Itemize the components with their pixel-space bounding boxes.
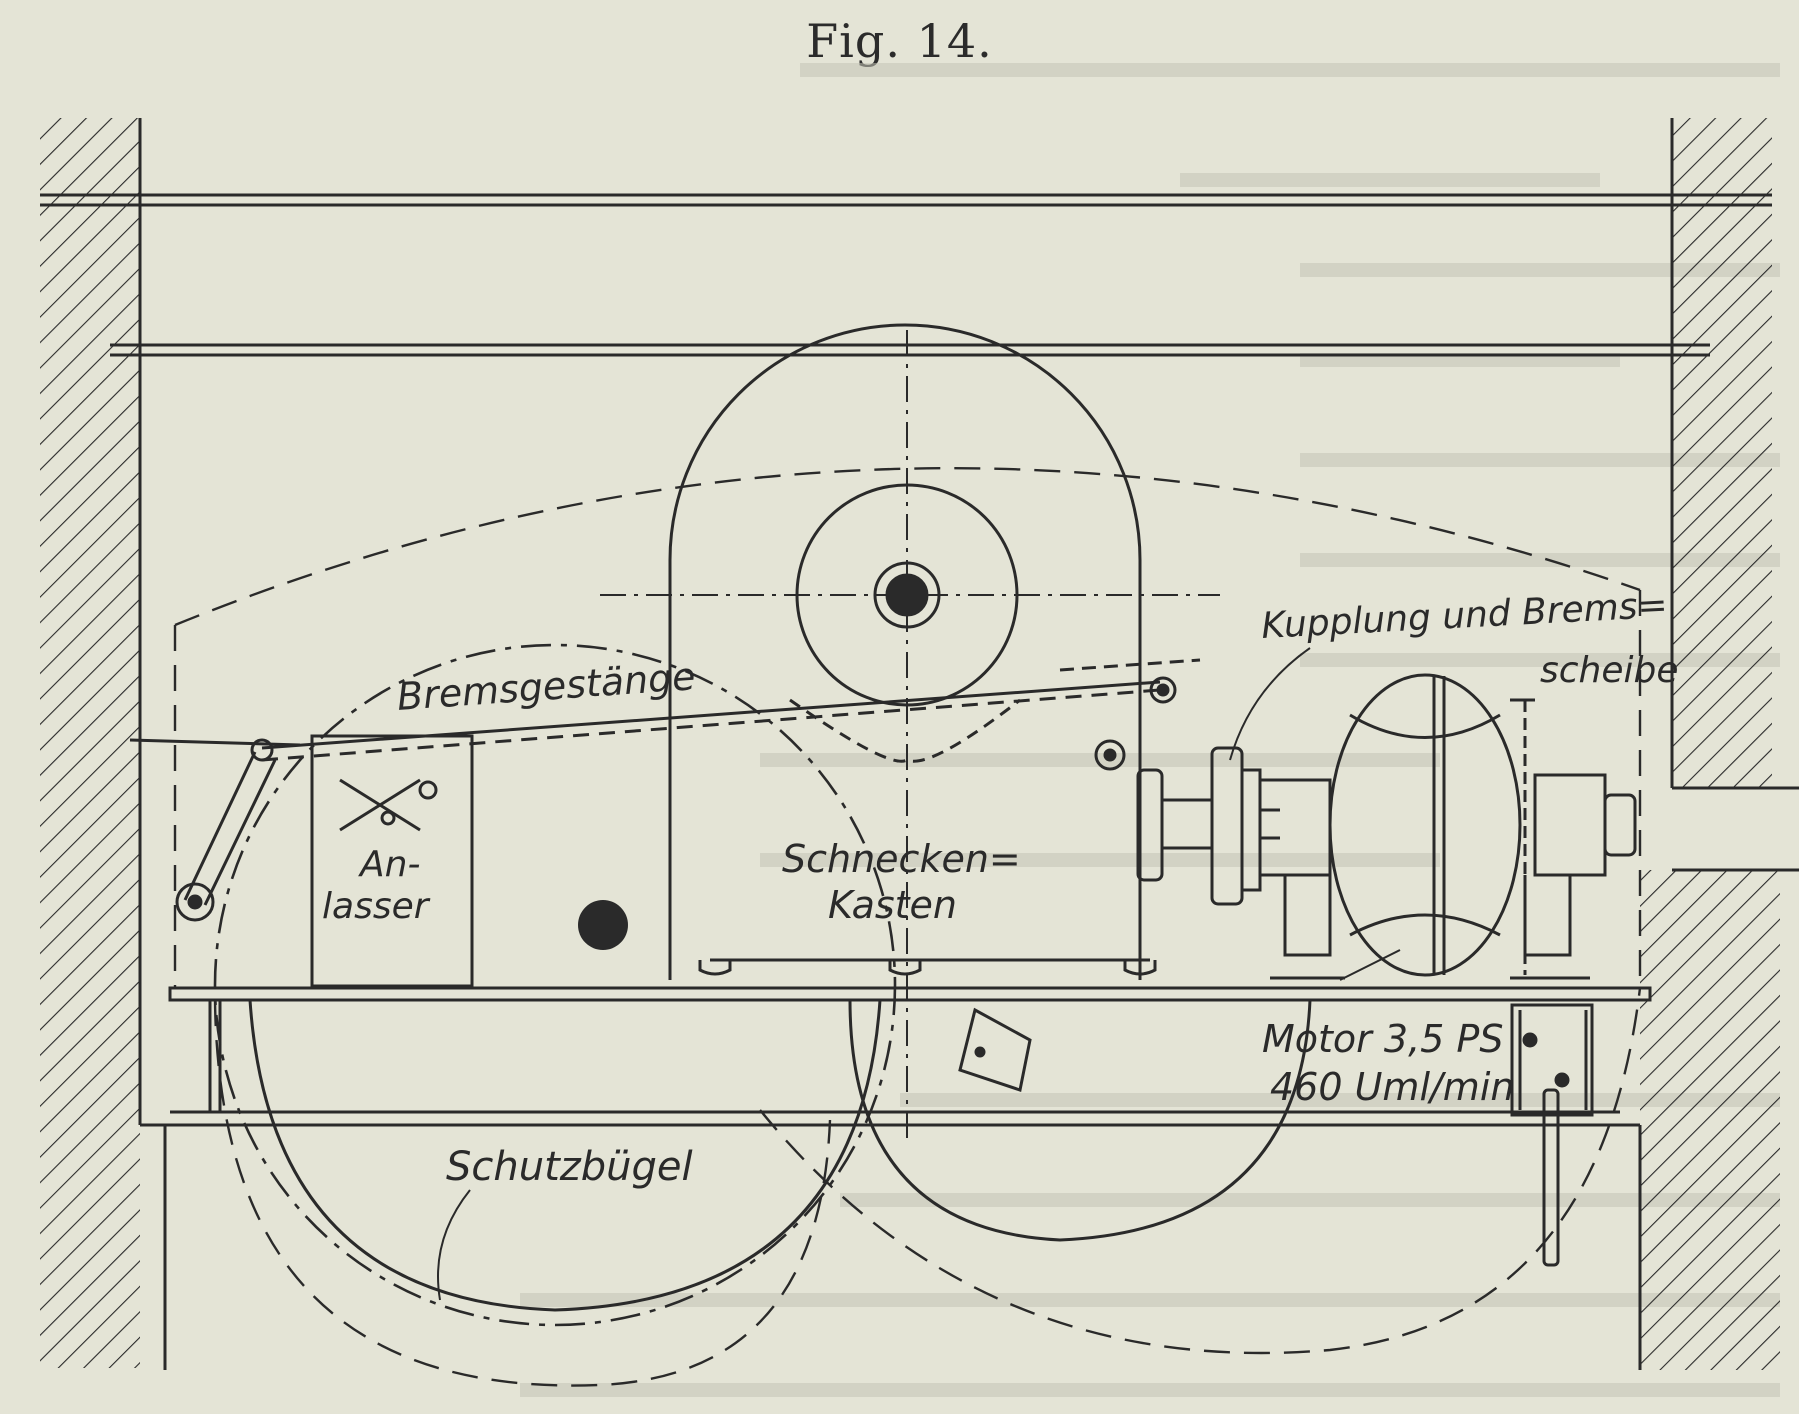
label-starter-line1: An-	[358, 844, 420, 885]
starter-box	[310, 734, 474, 988]
sweep-envelope	[173, 467, 1642, 1387]
label-clutch-line1: Kupplung und Brems=	[1260, 585, 1668, 647]
leader-lines	[437, 647, 1401, 1301]
drive-shaft-hole	[578, 900, 628, 950]
worm-gearbox-housing	[600, 323, 1220, 1140]
right-wall-hatch-upper	[1672, 118, 1772, 788]
brake-linkage	[129, 658, 1201, 922]
ceiling-beams	[40, 193, 1772, 357]
left-wall-hatch	[40, 118, 140, 1368]
label-clutch-line2: scheibe	[1540, 650, 1679, 691]
bleed-through-text	[520, 63, 1780, 1397]
label-motor-line1: Motor 3,5 PS	[1262, 1017, 1503, 1061]
label-starter-line2: lasser	[322, 886, 431, 927]
worm-wheel-circles	[213, 643, 1312, 1327]
floor-slab	[140, 1123, 1642, 1370]
gearbox-feet	[698, 960, 1157, 976]
motor	[1258, 673, 1637, 980]
label-guard: Schutzbügel	[446, 1144, 693, 1190]
figure-title: Fig. 14.	[806, 14, 993, 68]
shaft-walls	[40, 118, 1780, 1370]
support-bracket	[1510, 1003, 1594, 1267]
gearbox-bracket	[958, 1007, 1032, 1092]
platform-beam	[168, 986, 1652, 1114]
label-worm-line2: Kasten	[828, 883, 957, 927]
right-wall-hatch-lower	[1640, 870, 1780, 1370]
label-motor-line2: 460 Uml/min	[1270, 1065, 1514, 1109]
right-beam	[1672, 786, 1799, 872]
label-worm-line1: Schnecken=	[782, 837, 1021, 881]
